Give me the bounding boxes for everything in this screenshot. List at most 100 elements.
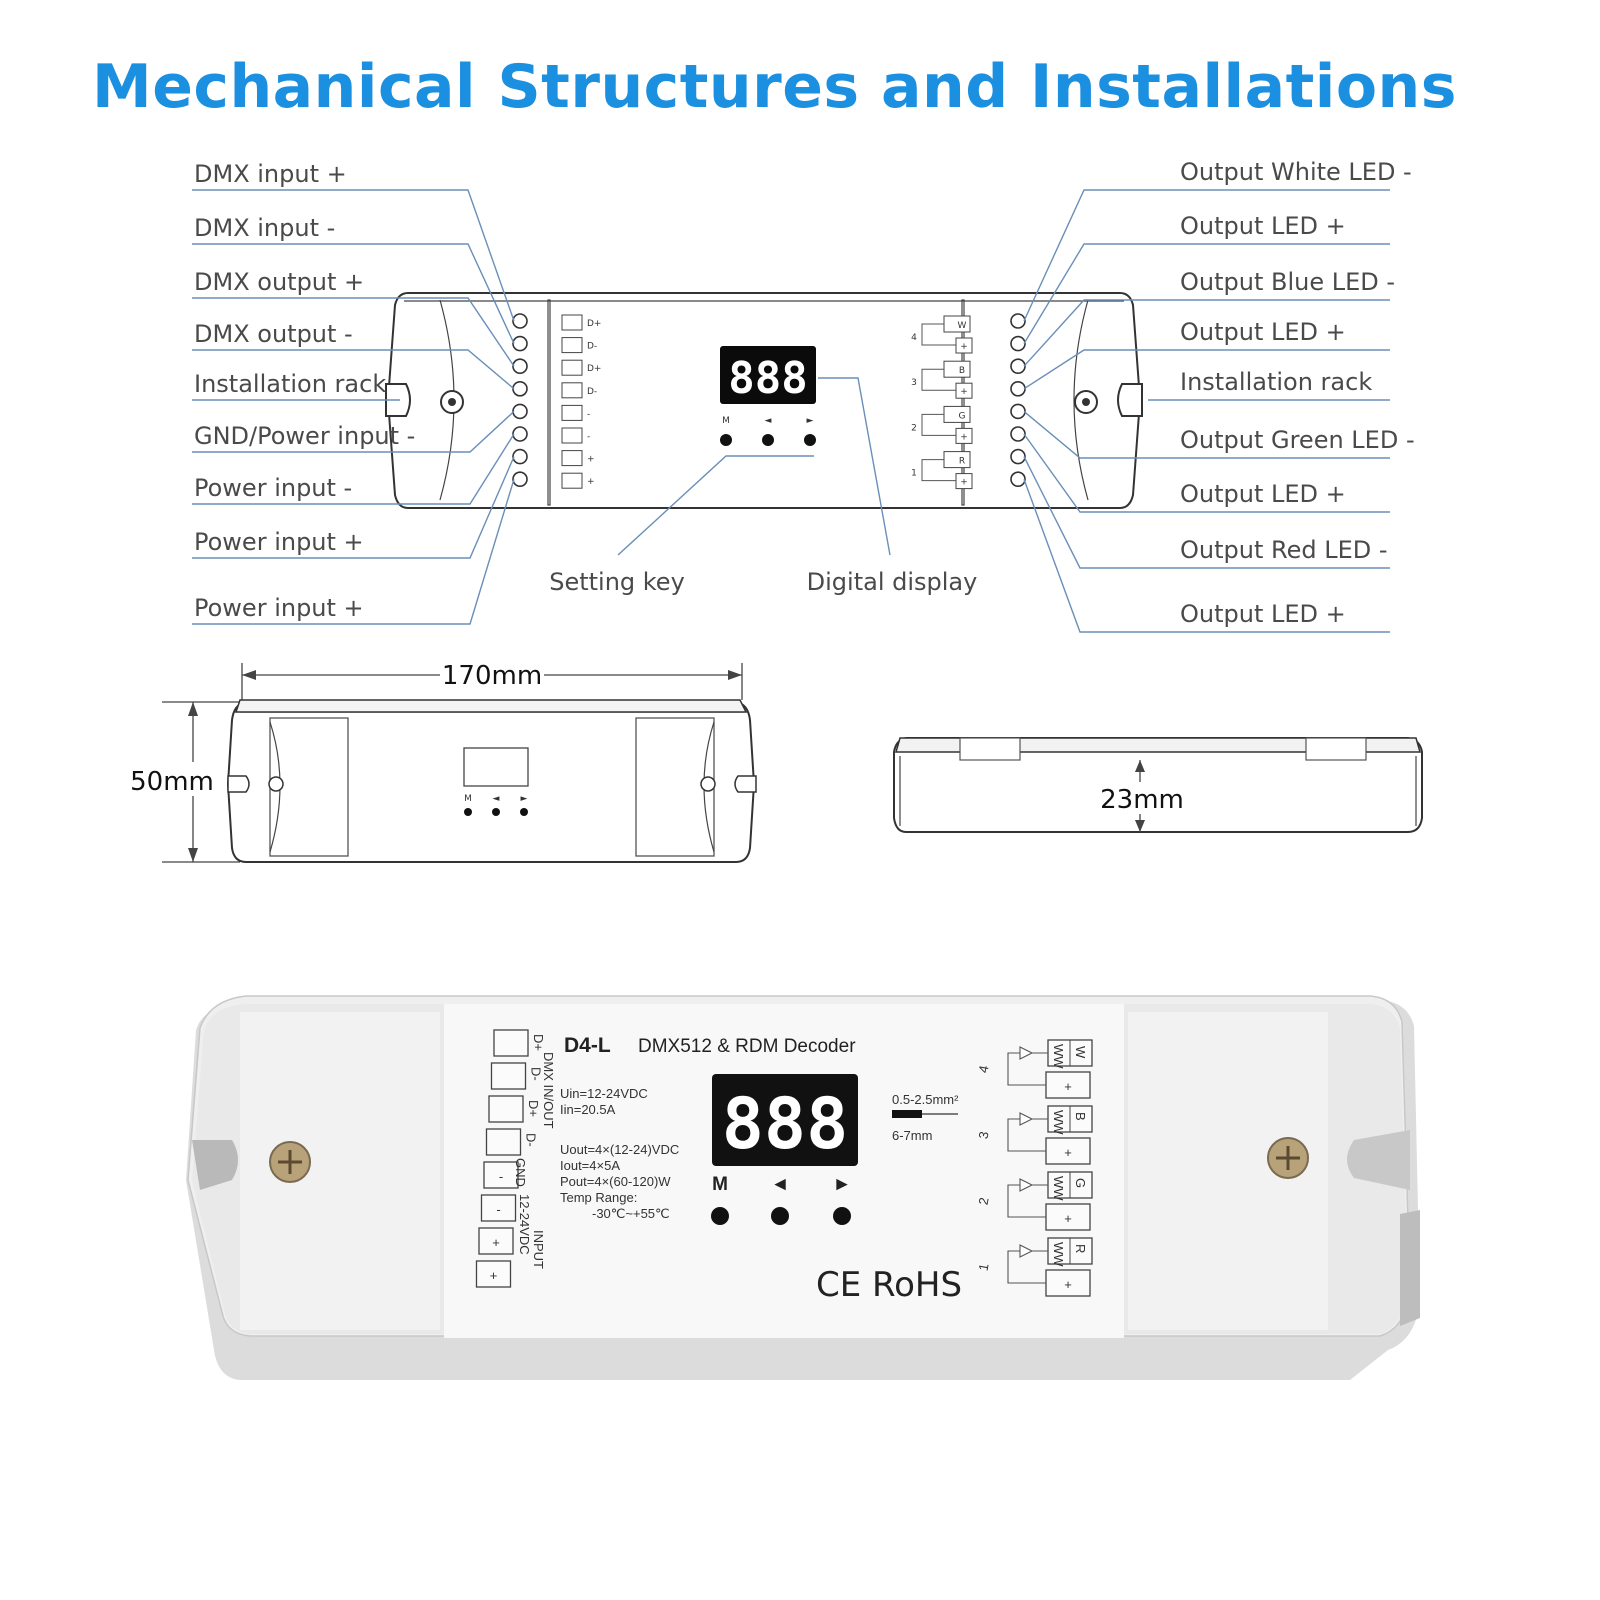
terminal-screw bbox=[512, 471, 528, 488]
terminal-box bbox=[561, 359, 583, 376]
svg-text:W: W bbox=[958, 321, 967, 331]
setting-key-callout: Setting key bbox=[549, 455, 814, 596]
svg-text:B: B bbox=[959, 366, 965, 376]
svg-text:1: 1 bbox=[911, 469, 917, 479]
terminal-box bbox=[561, 404, 583, 421]
spec-line: Iin=20.5A bbox=[560, 1102, 616, 1117]
output-channel-4: W +4 bbox=[911, 315, 973, 354]
terminal-box bbox=[561, 337, 583, 354]
svg-text:WW: WW bbox=[1051, 1176, 1066, 1201]
svg-text:+: + bbox=[960, 387, 968, 397]
cert-marks: CE RoHS bbox=[816, 1265, 962, 1305]
terminal-box-label: + bbox=[587, 477, 595, 487]
svg-text:GND: GND bbox=[513, 1158, 528, 1187]
right-terminal-labels: Output White LED -Output LED +Output Blu… bbox=[1023, 158, 1415, 633]
svg-text:W: W bbox=[1073, 1046, 1088, 1059]
product-key-right bbox=[833, 1207, 851, 1225]
left-label-text: DMX output + bbox=[194, 268, 364, 296]
render-terminal-box bbox=[490, 1062, 527, 1090]
output-channel-2: G+2 bbox=[911, 405, 973, 444]
right-label-output-led: Output LED + bbox=[1023, 433, 1390, 513]
left-label-power-input: Power input - bbox=[192, 433, 515, 505]
display-digits: 888 bbox=[728, 353, 807, 404]
right-label-text: Output Green LED - bbox=[1180, 426, 1415, 454]
width-dimension: 50mm bbox=[130, 767, 214, 797]
svg-text:WW: WW bbox=[1051, 1242, 1066, 1267]
left-label-text: Power input - bbox=[194, 474, 352, 502]
svg-text:DMX IN/OUT: DMX IN/OUT bbox=[541, 1052, 556, 1129]
terminal-box bbox=[561, 314, 583, 331]
svg-text:R: R bbox=[1073, 1244, 1088, 1253]
page-title: Mechanical Structures and Installations bbox=[92, 52, 1457, 122]
svg-text:+: + bbox=[960, 478, 968, 488]
digital-display-label: Digital display bbox=[807, 568, 978, 596]
dimension-front-view: 170mm 50mm M ◄ ► bbox=[128, 658, 757, 863]
product-name: DMX512 & RDM Decoder bbox=[638, 1036, 856, 1057]
button-left-label: ◄ bbox=[765, 416, 772, 426]
svg-text:◄: ◄ bbox=[493, 794, 500, 804]
height-dimension: 23mm bbox=[1100, 785, 1184, 815]
left-label-text: DMX input - bbox=[194, 214, 335, 242]
terminal-screw bbox=[1010, 313, 1026, 329]
right-label-text: Output LED + bbox=[1180, 600, 1346, 628]
svg-text:3: 3 bbox=[911, 378, 917, 388]
svg-text:WW: WW bbox=[1051, 1110, 1066, 1135]
terminal-screw bbox=[512, 358, 528, 375]
render-terminal-label: D- bbox=[529, 1067, 544, 1081]
strip-length: 6-7mm bbox=[892, 1128, 932, 1143]
svg-text:+: + bbox=[1064, 1211, 1072, 1226]
terminal-screw bbox=[1010, 426, 1026, 442]
terminal-screw bbox=[512, 448, 528, 465]
product-key-m bbox=[711, 1207, 729, 1225]
svg-text:4: 4 bbox=[976, 1064, 992, 1074]
left-label-text: Power input + bbox=[194, 528, 364, 556]
top-device-view: D+D-D+D---++ W+4B+3G+2R+1 888 M ◄ ► bbox=[385, 292, 1143, 509]
left-label-dmx-output: DMX output - bbox=[192, 320, 515, 390]
left-label-text: GND/Power input - bbox=[194, 422, 415, 450]
terminal-screw bbox=[1010, 471, 1026, 488]
svg-text:1: 1 bbox=[976, 1262, 992, 1272]
svg-text:12-24VDC: 12-24VDC bbox=[517, 1194, 532, 1255]
digital-display bbox=[720, 346, 816, 404]
right-label-output-blue-led: Output Blue LED - bbox=[1023, 268, 1395, 367]
wire-gauge: 0.5-2.5mm² bbox=[892, 1092, 959, 1107]
svg-text:4: 4 bbox=[911, 333, 917, 343]
button-m-label: M bbox=[722, 416, 730, 426]
svg-text:◄: ◄ bbox=[771, 1174, 790, 1195]
svg-text:+: + bbox=[960, 432, 968, 442]
left-label-gnd-power-input: GND/Power input - bbox=[192, 410, 515, 453]
spec-line: Uin=12-24VDC bbox=[560, 1086, 648, 1101]
left-label-power-input: Power input + bbox=[192, 478, 515, 625]
svg-text:+: + bbox=[1064, 1079, 1072, 1094]
product-model: D4-L bbox=[564, 1034, 611, 1057]
product-render: D+D-D+D---++ DMX IN/OUT GND 12-24VDC INP… bbox=[186, 995, 1420, 1380]
right-label-output-led: Output LED + bbox=[1023, 212, 1390, 344]
left-label-text: Power input + bbox=[194, 594, 364, 622]
svg-text:INPUT: INPUT bbox=[531, 1230, 546, 1269]
svg-text:2: 2 bbox=[911, 423, 917, 433]
right-label-output-white-led: Output White LED - bbox=[1023, 158, 1412, 322]
setting-key-m bbox=[720, 434, 732, 446]
terminal-screw bbox=[1010, 380, 1026, 397]
terminal-box-label: + bbox=[587, 455, 595, 465]
right-label-output-red-led: Output Red LED - bbox=[1023, 456, 1390, 569]
render-terminal-sign: - bbox=[496, 1202, 500, 1217]
left-label-text: DMX input + bbox=[194, 160, 347, 188]
right-label-output-led: Output LED + bbox=[1023, 318, 1390, 390]
svg-text:+: + bbox=[960, 342, 968, 352]
terminal-screw bbox=[1010, 403, 1026, 420]
terminal-screw bbox=[512, 313, 528, 329]
right-label-text: Output White LED - bbox=[1180, 158, 1412, 186]
terminal-box-label: D- bbox=[587, 342, 597, 352]
right-label-text: Output LED + bbox=[1180, 480, 1346, 508]
right-label-text: Output LED + bbox=[1180, 318, 1346, 346]
product-digital-display bbox=[712, 1074, 858, 1166]
dimension-side-view: 23mm bbox=[893, 737, 1423, 833]
right-label-text: Installation rack bbox=[1180, 368, 1372, 396]
terminal-screw bbox=[1010, 335, 1026, 352]
terminal-screw bbox=[1010, 358, 1026, 375]
spec-line: Uout=4×(12-24)VDC bbox=[560, 1142, 679, 1157]
